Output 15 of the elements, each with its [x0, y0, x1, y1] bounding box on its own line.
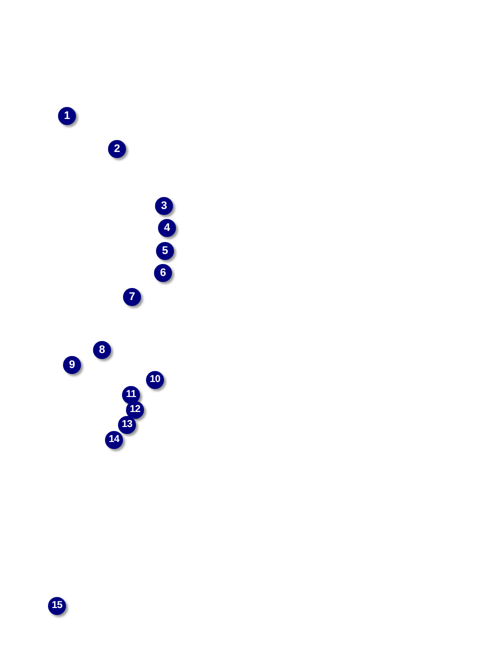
callout-number: 8 [93, 341, 111, 359]
callout-number: 15 [48, 597, 66, 615]
callout-number: 12 [126, 401, 144, 419]
callout-number: 5 [156, 242, 174, 260]
callout-number: 13 [118, 416, 136, 434]
callout-number: 6 [154, 264, 172, 282]
callout-number: 4 [158, 219, 176, 237]
callout-number: 1 [58, 107, 76, 125]
callout-number: 14 [105, 431, 123, 449]
callout-number: 7 [123, 288, 141, 306]
callout-number: 9 [63, 356, 81, 374]
callout-number: 11 [122, 386, 140, 404]
callout-number: 2 [108, 140, 126, 158]
callout-number: 3 [155, 197, 173, 215]
callout-number: 10 [146, 371, 164, 389]
